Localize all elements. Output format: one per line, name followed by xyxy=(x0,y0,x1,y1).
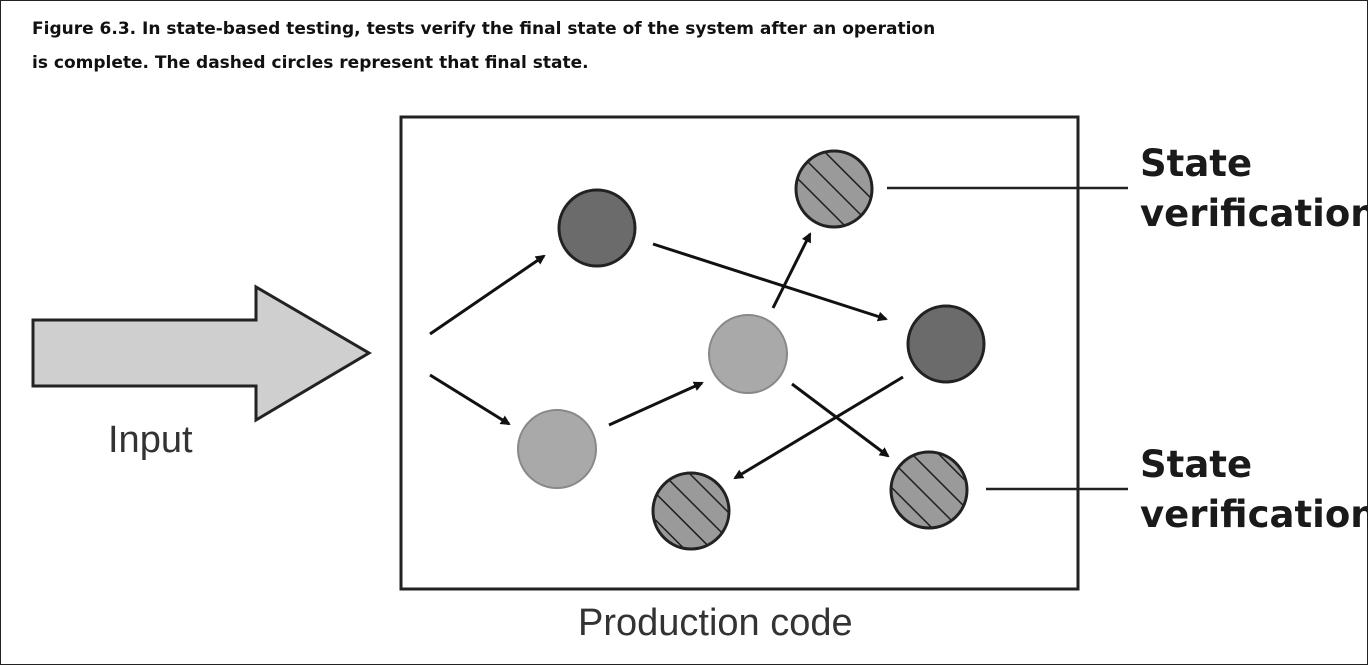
flow-arrow-center-to-bottom-hatched xyxy=(791,382,890,458)
node-hatched-top xyxy=(794,149,874,229)
flow-arrow-bottom-to-center xyxy=(608,381,704,427)
node-dark-top xyxy=(557,188,637,268)
flow-arrow-input-to-bottom xyxy=(429,373,511,426)
node-light-center xyxy=(708,314,788,394)
input-arrow xyxy=(31,284,372,423)
node-hatched-bottom-right xyxy=(889,450,969,530)
state-verification-top-line1: State xyxy=(1140,142,1252,185)
figure-caption: Figure 6.3. In state-based testing, test… xyxy=(32,12,936,80)
flow-arrow-center-to-top-hatched xyxy=(771,232,812,309)
flow-arrow-input-to-top xyxy=(429,254,546,336)
state-verification-bottom-line2: verification xyxy=(1140,493,1368,536)
flow-arrow-right-to-left-hatched xyxy=(733,375,904,480)
caption-line-1: Figure 6.3. In state-based testing, test… xyxy=(32,19,936,39)
flow-arrow-top-to-right xyxy=(652,242,888,322)
production-code-label: Production code xyxy=(578,602,853,644)
node-light-bottom xyxy=(517,409,597,489)
node-hatched-bottom-left xyxy=(651,471,731,551)
node-dark-right xyxy=(906,304,986,384)
state-verification-bottom-line1: State xyxy=(1140,443,1252,486)
state-verification-top-line2: verification xyxy=(1140,192,1368,235)
caption-line-2: is complete. The dashed circles represen… xyxy=(32,53,589,73)
input-label: Input xyxy=(108,419,193,461)
